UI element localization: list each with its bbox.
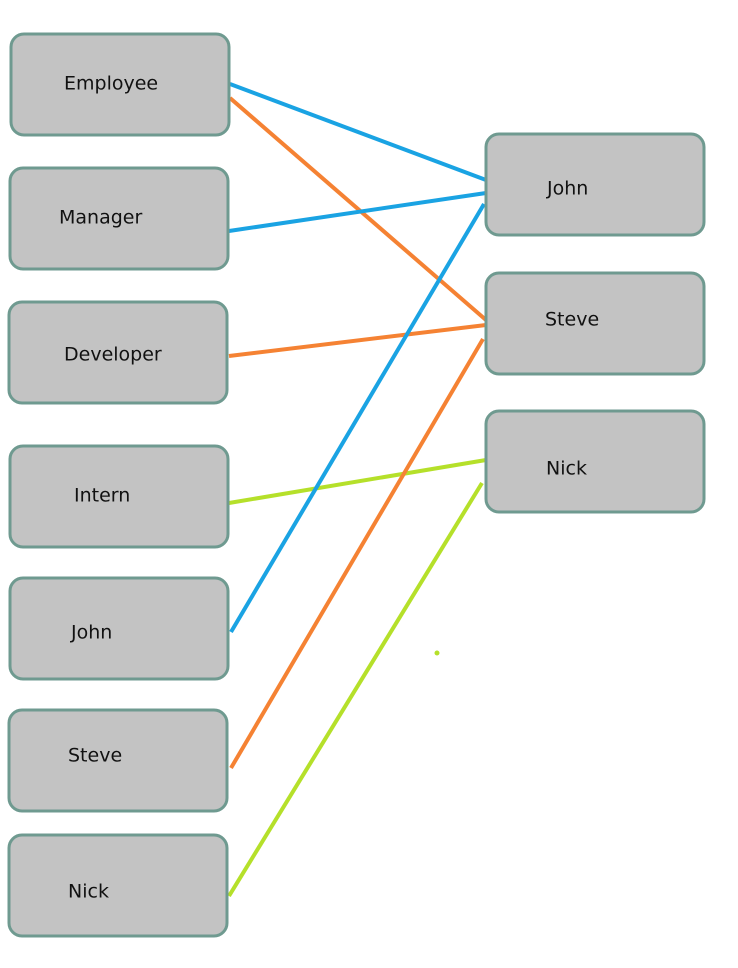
connector-intern-to-nick <box>228 458 487 505</box>
right-node-john-box <box>484 132 706 237</box>
left-node-intern-box <box>8 444 230 549</box>
left-node-nick: Nick <box>7 833 229 938</box>
left-node-steve-box <box>7 708 229 813</box>
left-node-manager: Manager <box>8 166 230 271</box>
left-node-steve-label: Steve <box>68 745 122 767</box>
left-node-steve: Steve <box>7 708 229 813</box>
right-node-steve-label: Steve <box>545 309 599 331</box>
left-node-employee-box <box>9 32 231 137</box>
right-node-steve-box <box>484 271 706 376</box>
left-node-nick-box <box>7 833 229 938</box>
left-node-developer: Developer <box>7 300 229 405</box>
right-node-nick: Nick <box>484 409 706 514</box>
left-node-john-box <box>8 576 230 681</box>
left-node-intern: Intern <box>8 444 230 549</box>
right-node-steve: Steve <box>484 271 706 376</box>
right-node-john-label: John <box>546 178 588 200</box>
right-node-john: John <box>484 132 706 237</box>
left-node-developer-label: Developer <box>64 344 162 366</box>
connector-john-to-john <box>229 202 486 634</box>
left-node-manager-label: Manager <box>59 207 142 229</box>
left-node-john-label: John <box>70 622 112 644</box>
connector-developer-to-steve <box>228 323 487 358</box>
connector-manager-to-john <box>228 191 487 233</box>
connector-steve-to-steve <box>229 337 485 770</box>
connector-nick-to-nick <box>227 481 484 898</box>
left-node-manager-box <box>8 166 230 271</box>
connector-employee-to-steve <box>228 96 488 322</box>
right-node-nick-box <box>484 409 706 514</box>
left-node-nick-label: Nick <box>68 881 109 903</box>
left-node-employee: Employee <box>9 32 231 137</box>
connectors-layer <box>227 82 488 898</box>
left-node-developer-box <box>7 300 229 405</box>
connector-employee-to-john <box>229 82 487 182</box>
right-node-nick-label: Nick <box>546 458 587 480</box>
left-node-john: John <box>8 576 230 681</box>
left-node-employee-label: Employee <box>64 73 158 95</box>
left-node-intern-label: Intern <box>74 485 130 507</box>
stray-green-dot <box>434 650 440 656</box>
